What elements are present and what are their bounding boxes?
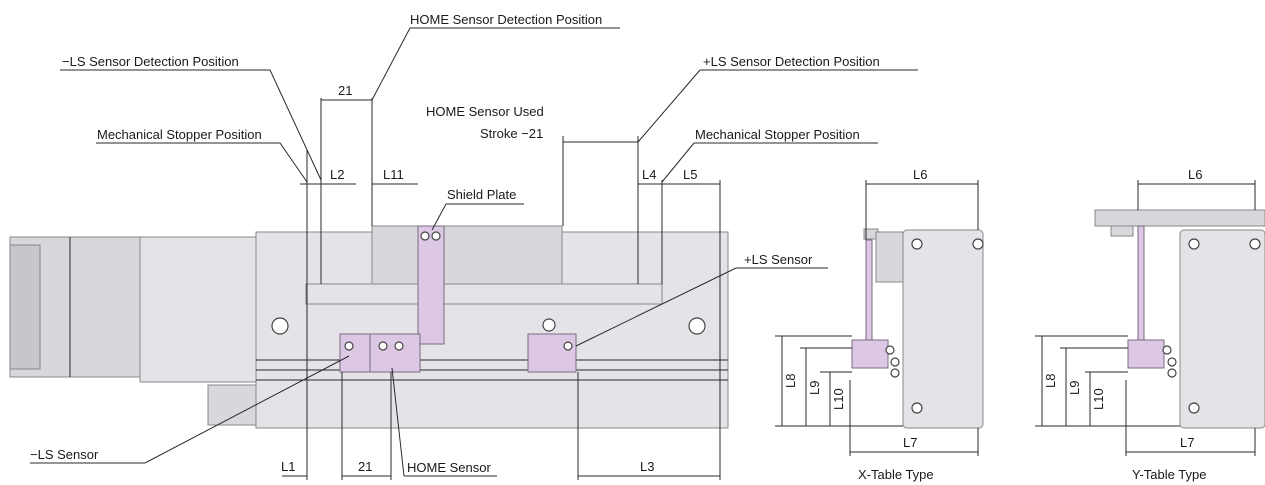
sensor-blocks	[339, 333, 577, 373]
x-dim-L9: L9	[807, 381, 822, 395]
mount-hole-center	[542, 318, 556, 332]
y-table-plate	[1094, 209, 1265, 227]
y-bracket	[1137, 225, 1145, 341]
x-body	[902, 229, 984, 429]
y-dim-L9: L9	[1067, 381, 1082, 395]
shield-plate-shape	[417, 225, 445, 345]
home-detect-label: HOME Sensor Detection Position	[410, 12, 602, 27]
dim-L1: L1	[281, 459, 295, 474]
home-used-label-line1: HOME Sensor Used	[426, 104, 544, 119]
table-block	[371, 225, 563, 285]
motor	[9, 236, 259, 426]
dim-L3: L3	[640, 459, 654, 474]
home-sensor-block	[369, 333, 421, 373]
pos-ls-sensor-block	[527, 333, 577, 373]
dim-L11: L11	[383, 167, 404, 182]
x-dim-L6: L6	[913, 167, 927, 182]
x-dim-L8: L8	[783, 374, 798, 388]
y-dim-L6: L6	[1188, 167, 1202, 182]
reference-lines	[306, 98, 721, 480]
y-sensor	[1127, 339, 1165, 369]
y-dim-L7: L7	[1180, 435, 1194, 450]
mount-hole-left	[271, 317, 289, 335]
pos-ls-sensor-label: +LS Sensor	[744, 252, 813, 267]
dim-21-top: 21	[338, 83, 352, 98]
x-dim-L7: L7	[903, 435, 917, 450]
neg-ls-sensor-block	[339, 333, 371, 373]
motor-end-cap	[9, 244, 41, 370]
dim-L4: L4	[642, 167, 656, 182]
leader-lines	[30, 27, 918, 477]
x-dim-L10: L10	[831, 388, 846, 410]
actuator-body	[255, 225, 729, 429]
pos-ls-detect-label: +LS Sensor Detection Position	[703, 54, 880, 69]
shield-plate-label: Shield Plate	[447, 187, 516, 202]
shield-plate	[417, 225, 445, 345]
y-table-side-view	[1035, 180, 1265, 456]
motor-flange	[139, 236, 259, 383]
x-table-caption: X-Table Type	[858, 467, 934, 482]
mech-stop-left-label: Mechanical Stopper Position	[97, 127, 262, 142]
motor-bracket	[207, 384, 259, 426]
y-table-caption: Y-Table Type	[1132, 467, 1206, 482]
dim-L5: L5	[683, 167, 697, 182]
dim-L2: L2	[330, 167, 344, 182]
x-table-side-view	[775, 180, 984, 456]
slider-top	[305, 283, 663, 305]
y-dim-L10: L10	[1091, 388, 1106, 410]
x-bracket	[865, 239, 873, 341]
y-dim-L8: L8	[1043, 374, 1058, 388]
dim-21-bottom: 21	[358, 459, 372, 474]
x-sensor	[851, 339, 889, 369]
mech-stop-right-label: Mechanical Stopper Position	[695, 127, 860, 142]
neg-ls-detect-label: −LS Sensor Detection Position	[62, 54, 239, 69]
dimension-lines-top	[300, 99, 720, 185]
y-body	[1179, 229, 1265, 429]
home-used-label-line2: Stroke −21	[480, 126, 543, 141]
neg-ls-sensor-label: −LS Sensor	[30, 447, 99, 462]
home-sensor-label: HOME Sensor	[407, 460, 491, 475]
mount-hole-right	[688, 317, 706, 335]
